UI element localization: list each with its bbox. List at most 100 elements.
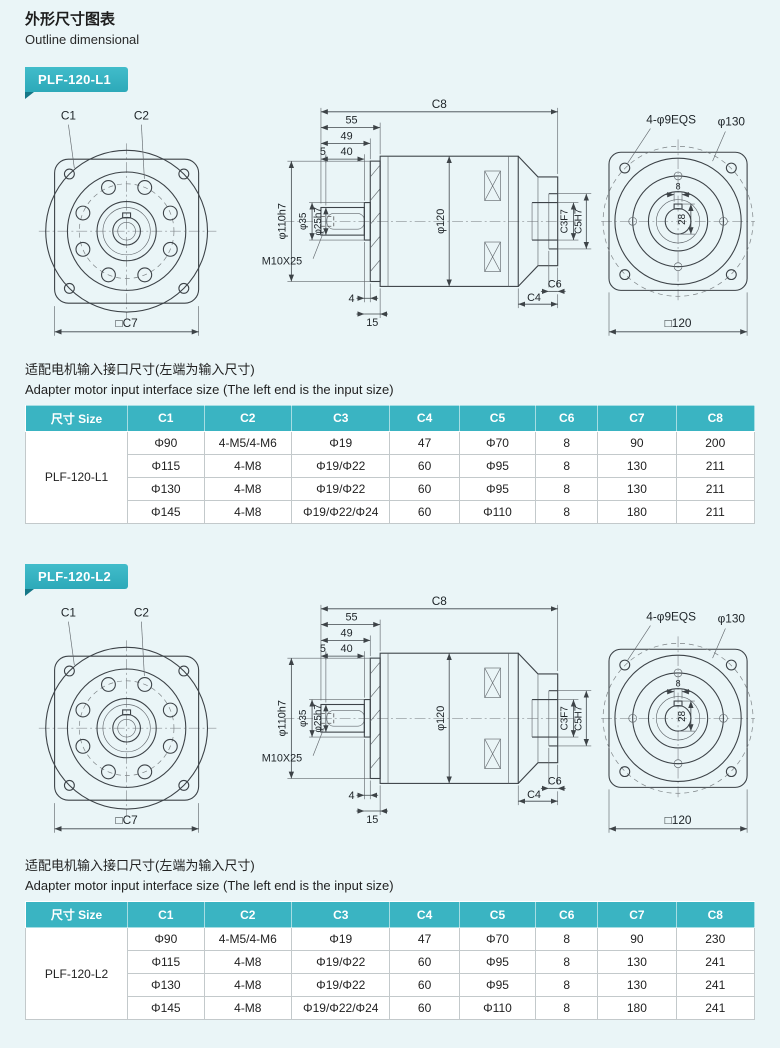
dim-label-5: 5 [320, 146, 326, 158]
col-header-c2: C2 [203, 901, 293, 929]
note-en: Adapter motor input interface size (The … [25, 381, 394, 397]
cell: Φ19 [291, 430, 391, 455]
model-cell: PLF-120-L1 [24, 430, 129, 524]
cell: 130 [597, 973, 677, 998]
dim-label-dia120: φ120 [435, 705, 447, 730]
cell: 4-M5/4-M6 [203, 927, 293, 952]
dim-label-c6: C6 [548, 775, 562, 787]
cell: 130 [597, 476, 677, 501]
cell: 60 [389, 996, 460, 1021]
col-header-c8: C8 [675, 404, 756, 432]
dim-label-40: 40 [341, 146, 353, 158]
cell: 130 [597, 453, 677, 478]
table-row: Φ145 4-M8 Φ19/Φ22/Φ24 60 Φ110 8 180 211 [26, 499, 756, 524]
col-header-c3: C3 [291, 901, 391, 929]
cell: Φ95 [458, 476, 537, 501]
dim-label-c1: C1 [61, 109, 76, 123]
cell: Φ70 [458, 430, 537, 455]
cell: Φ90 [127, 927, 205, 952]
dim-label-dia110: φ110h7 [276, 203, 288, 239]
dimension-table: 尺寸 Size C1 C2 C3 C4 C5 C6 C7 C8 PLF-120-… [24, 404, 756, 524]
cell: 241 [675, 950, 756, 975]
cell: Φ95 [458, 973, 537, 998]
cell: 47 [389, 430, 460, 455]
col-header-c7: C7 [597, 404, 677, 432]
cell: Φ110 [458, 996, 537, 1021]
note-en: Adapter motor input interface size (The … [25, 878, 394, 894]
cell: Φ145 [127, 499, 205, 524]
dim-label-thread: M10X25 [262, 752, 302, 764]
dimension-table: 尺寸 Size C1 C2 C3 C4 C5 C6 C7 C8 PLF-120-… [24, 901, 756, 1021]
dim-label-15: 15 [366, 813, 378, 825]
cell: Φ95 [458, 453, 537, 478]
cell: Φ19/Φ22/Φ24 [291, 499, 391, 524]
col-header-c6: C6 [535, 901, 599, 929]
cell: Φ115 [127, 950, 205, 975]
table-row: PLF-120-L1 Φ90 4-M5/4-M6 Φ19 47 Φ70 8 90… [24, 430, 756, 524]
dim-label-dia120: φ120 [435, 209, 447, 234]
col-header-c4: C4 [389, 901, 460, 929]
col-header-c7: C7 [597, 901, 677, 929]
cell: 4-M8 [203, 996, 293, 1021]
outline-drawing: C1 C2 □C7 [38, 98, 755, 336]
dim-label-c3: C3F7 [560, 706, 571, 730]
cell: Φ19/Φ22/Φ24 [291, 996, 391, 1021]
cell: 90 [597, 430, 677, 455]
cell: Φ70 [458, 927, 537, 952]
cell: Φ145 [127, 996, 205, 1021]
cell: Φ19 [291, 927, 391, 952]
cell: 4-M8 [203, 476, 293, 501]
cell: Φ115 [127, 453, 205, 478]
dim-label-dia130: φ130 [718, 611, 746, 625]
col-header-c5: C5 [458, 901, 537, 929]
dim-label-dia25: φ25h7 [313, 207, 324, 235]
cell: Φ19/Φ22 [291, 453, 391, 478]
dim-label-4: 4 [349, 293, 355, 305]
col-header-c2: C2 [203, 404, 293, 432]
table-header-row: 尺寸 Size C1 C2 C3 C4 C5 C6 C7 C8 [24, 901, 756, 929]
cell: 8 [535, 950, 599, 975]
dim-label-c4: C4 [527, 292, 541, 304]
cell: 4-M8 [203, 453, 293, 478]
col-header-c1: C1 [127, 404, 205, 432]
dim-label-c3: C3F7 [560, 209, 571, 233]
section-plf-120-l2: PLF-120-L2 C1 C2 [24, 563, 756, 1021]
dim-label-49: 49 [341, 130, 353, 142]
table-row: Φ130 4-M8 Φ19/Φ22 60 Φ95 8 130 211 [26, 476, 756, 501]
dim-label-c8: C8 [432, 98, 448, 111]
cell: 8 [535, 453, 599, 478]
cell: Φ130 [127, 973, 205, 998]
cell: 8 [535, 430, 599, 455]
dim-label-thread: M10X25 [262, 256, 302, 268]
page-header: 外形尺寸图表 Outline dimensional [25, 8, 755, 47]
table-row: Φ145 4-M8 Φ19/Φ22/Φ24 60 Φ110 8 180 241 [26, 996, 756, 1021]
dim-label-c5: C5H7 [573, 705, 584, 730]
cell: 230 [675, 927, 756, 952]
cell: Φ90 [127, 430, 205, 455]
dim-label-55: 55 [345, 115, 357, 127]
cell: 200 [675, 430, 756, 455]
dim-label-c7: □C7 [115, 812, 137, 826]
cell: Φ19/Φ22 [291, 476, 391, 501]
outline-drawing-area: C1 C2 □C7 [25, 595, 755, 844]
dim-label-sq120: □120 [665, 316, 692, 330]
cell: Φ110 [458, 499, 537, 524]
table-row: Φ115 4-M8 Φ19/Φ22 60 Φ95 8 130 241 [26, 950, 756, 975]
table-row: Φ130 4-M8 Φ19/Φ22 60 Φ95 8 130 241 [26, 973, 756, 998]
col-header-c8: C8 [675, 901, 756, 929]
dim-label-dia25: φ25h7 [313, 704, 324, 732]
model-badge: PLF-120-L1 [25, 67, 129, 99]
dim-label-c5: C5H7 [573, 209, 584, 234]
dim-label-c8: C8 [432, 595, 448, 608]
dim-label-40: 40 [341, 643, 353, 655]
cell: 8 [535, 996, 599, 1021]
cell: 241 [675, 973, 756, 998]
dim-label-28: 28 [677, 213, 688, 224]
front-view: C1 C2 □C7 [38, 605, 217, 833]
page-subtitle: Outline dimensional [25, 32, 140, 47]
dim-label-8: 8 [676, 678, 681, 688]
note-cn: 适配电机输入接口尺寸(左端为输入尺寸) [25, 858, 255, 874]
model-badge: PLF-120-L2 [25, 563, 129, 596]
dim-label-28: 28 [677, 710, 688, 721]
